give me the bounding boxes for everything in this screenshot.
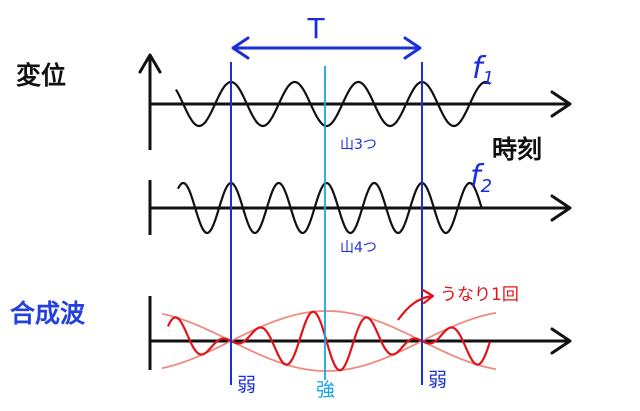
y-axis-top-arrowhead bbox=[138, 53, 162, 74]
time-label: 時刻 bbox=[492, 135, 542, 164]
period-label: T bbox=[306, 12, 325, 45]
x-axis-bottom-arrowhead bbox=[550, 327, 572, 355]
period-arrowhead-right bbox=[403, 36, 422, 60]
beat-pointer-arrow bbox=[397, 294, 433, 321]
beat-label: うなり1回 bbox=[440, 285, 519, 305]
x-axis-middle-arrowhead bbox=[550, 194, 572, 222]
displacement-label: 変位 bbox=[16, 61, 66, 90]
f1-label: f1 bbox=[472, 51, 494, 89]
x-axis-top-arrowhead bbox=[550, 90, 572, 118]
wave-composite bbox=[166, 310, 492, 372]
wave-f1 bbox=[175, 80, 491, 128]
peaks-f2-label: 山4つ bbox=[340, 240, 377, 256]
weak-label-right: 弱 bbox=[428, 369, 447, 391]
f2-label: f2 bbox=[470, 159, 492, 197]
envelope-upper bbox=[161, 310, 497, 343]
weak-label-left: 弱 bbox=[237, 374, 256, 396]
composite-label: 合成波 bbox=[10, 299, 86, 328]
wave-f2 bbox=[177, 181, 484, 235]
envelope-lower bbox=[161, 339, 497, 372]
period-arrowhead-left bbox=[231, 36, 250, 60]
strong-label: 強 bbox=[316, 379, 335, 401]
peaks-f1-label: 山3つ bbox=[340, 137, 377, 153]
beat-pointer-arrowhead bbox=[421, 288, 435, 305]
